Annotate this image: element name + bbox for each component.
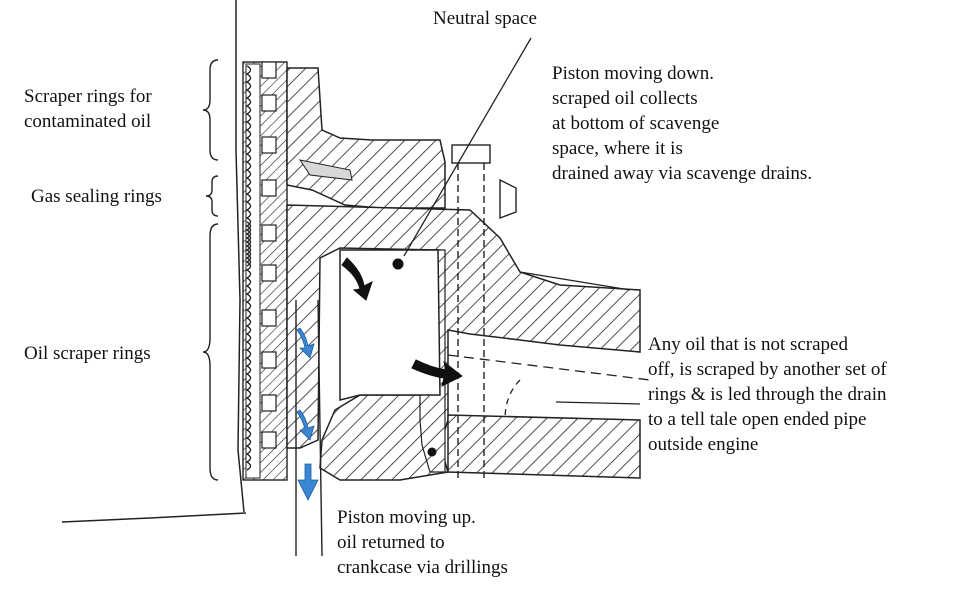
piston-wall <box>61 0 247 523</box>
brace-gas-sealing <box>205 175 219 217</box>
label-line: oil returned to <box>337 532 445 553</box>
piston-upper-body <box>286 67 446 209</box>
label-neutral-space: Neutral space <box>433 8 537 29</box>
label-line: scraped oil collects <box>552 88 698 109</box>
brace-oil-scraper <box>202 223 219 481</box>
label-any-oil: Any oil that is not scraped off, is scra… <box>648 332 887 457</box>
label-gas-sealing-rings: Gas sealing rings <box>31 186 162 207</box>
label-line: at bottom of scavenge <box>552 113 720 134</box>
ring-grooves <box>242 61 288 481</box>
label-line: Scraper rings for <box>24 86 152 107</box>
ring-springs <box>245 65 252 471</box>
label-line: contaminated oil <box>24 111 152 132</box>
label-line: drained away via scavenge drains. <box>552 163 813 184</box>
fitting-lines <box>447 271 651 421</box>
label-line: crankcase via drillings <box>337 557 508 578</box>
label-line: Any oil that is not scraped <box>648 334 848 355</box>
label-line: off, is scraped by another set of <box>648 359 887 380</box>
flow-arrows-black <box>341 257 463 457</box>
bolt <box>451 144 517 480</box>
label-scraper-rings-contaminated: Scraper rings for contaminated oil <box>24 84 152 134</box>
brace-scraper-contaminated <box>202 59 219 161</box>
label-piston-moving-down: Piston moving down. scraped oil collects… <box>552 61 812 186</box>
oil-drilling <box>295 299 323 557</box>
label-line: Piston moving down. <box>552 63 715 84</box>
label-line: to a tell tale open ended pipe <box>648 409 867 430</box>
label-line: space, where it is <box>552 138 683 159</box>
neutral-space-leader <box>403 37 532 257</box>
label-line: Piston moving up. <box>337 507 476 528</box>
label-oil-scraper-rings: Oil scraper rings <box>24 343 151 364</box>
oil-flow-arrows-blue <box>296 327 319 501</box>
label-piston-moving-up: Piston moving up. oil returned to crankc… <box>337 505 508 580</box>
label-line: outside engine <box>648 434 759 455</box>
label-line: rings & is led through the drain <box>648 384 887 405</box>
